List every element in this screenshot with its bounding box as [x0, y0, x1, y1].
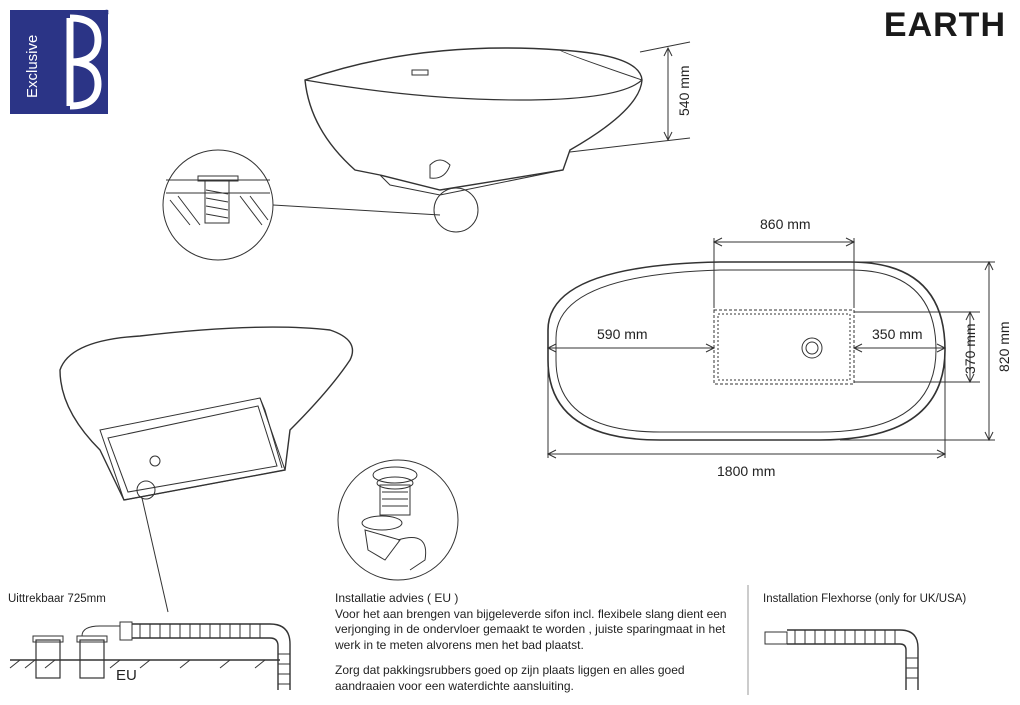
flexhose-caption: Installation Flexhorse (only for UK/USA): [763, 593, 967, 605]
right-offset-dimension: 350 mm: [872, 326, 923, 342]
seal-line: aandraaien voor een waterdichte aansluit…: [335, 678, 574, 693]
pullout-caption: Uittrekbaar 725mm: [8, 593, 106, 605]
eu-label: EU: [116, 667, 137, 684]
height-dimension: 540 mm: [676, 65, 692, 116]
flexhose-drawing: [764, 629, 919, 690]
total-width-dimension: 820 mm: [996, 321, 1012, 372]
seal-line: Zorg dat pakkingsrubbers goed op zijn pl…: [335, 663, 685, 677]
drain-width-dimension: 860 mm: [760, 216, 811, 232]
installation-advice: Installatie advies ( EU ) Voor het aan b…: [335, 591, 740, 694]
eu-siphon-drawing: [9, 621, 291, 690]
total-length-dimension: 1800 mm: [717, 463, 776, 479]
product-title: EARTH: [883, 6, 1006, 44]
siphon-detail-circle: [337, 459, 459, 581]
left-offset-dimension: 590 mm: [597, 326, 648, 342]
tub-underside-view: [59, 326, 354, 613]
logo-mark-graphic: [66, 14, 102, 110]
tub-side-view: [304, 47, 643, 196]
drain-detail-circle: [162, 149, 479, 261]
installation-line: werk in te meten alvorens men het bad pl…: [335, 637, 584, 652]
installation-line: Voor het aan brengen van bijgeleverde si…: [335, 606, 727, 621]
brand-logo: Exclusive: [10, 10, 108, 114]
tub-top-view: [546, 237, 995, 459]
registered-mark: ®: [104, 10, 110, 17]
installation-title: Installatie advies ( EU ): [335, 591, 459, 605]
drain-depth-dimension: 370 mm: [962, 323, 978, 374]
installation-line: verjonging in de ondervloer gemaakt te w…: [335, 622, 726, 636]
